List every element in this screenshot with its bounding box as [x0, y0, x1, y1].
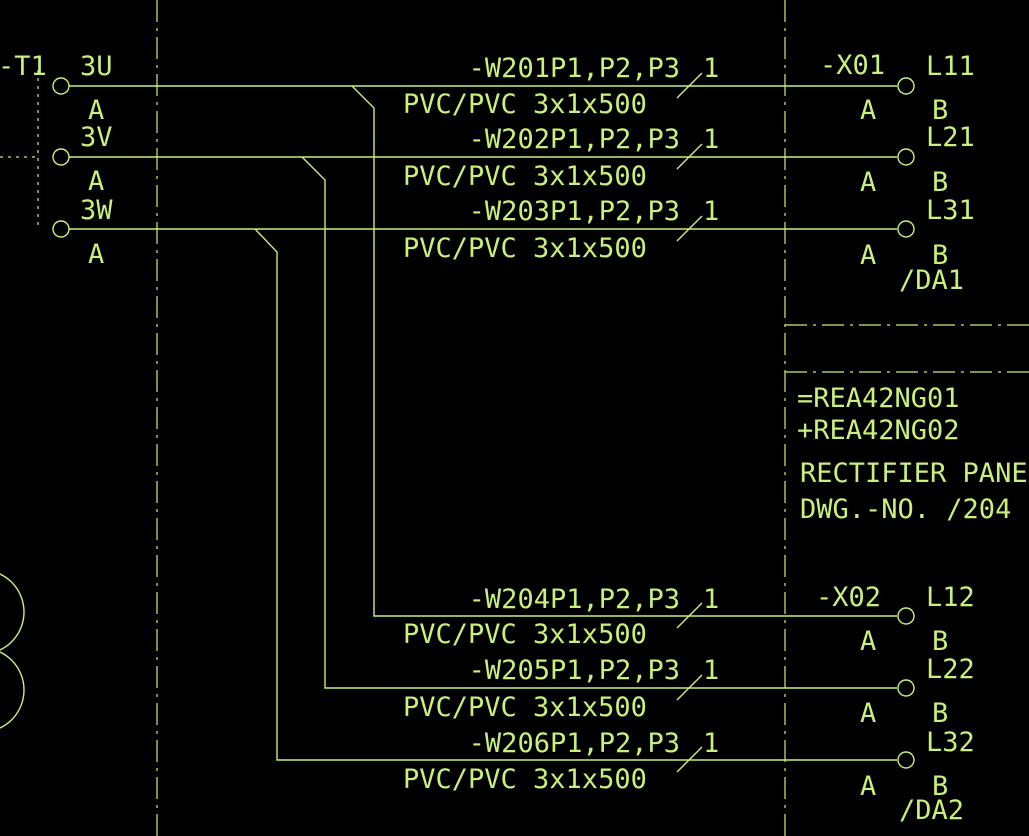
terminal-l21-circle[interactable]: [897, 148, 915, 166]
terminal-l32-circle[interactable]: [897, 751, 915, 769]
terminal-3u-sub: A: [88, 95, 104, 126]
transformer-symbol: [0, 573, 25, 729]
cable-tick: [676, 602, 703, 629]
wire-3u-to-l12: [351, 85, 897, 617]
terminal-l32-side-a: A: [860, 771, 876, 802]
cable-w201-core: 1: [703, 53, 719, 84]
terminal-l11-label: L11: [926, 51, 975, 82]
cable-core-ticks: [676, 72, 703, 773]
terminal-strip-x02: -X02 L12 A B L22 A B L32 A B /DA2: [816, 582, 975, 826]
terminal-3w-circle[interactable]: [52, 220, 70, 238]
wire-3w-to-l32: [254, 228, 897, 761]
terminal-3v-sub: A: [88, 166, 104, 197]
transformer-winding-lower: [0, 651, 25, 729]
source-terminal-group: -T1 3U A 3V A 3W A: [0, 51, 113, 270]
source-device-tag: -T1: [0, 51, 47, 82]
terminal-l31-label: L31: [926, 195, 975, 226]
cable-tick: [676, 143, 703, 170]
terminal-3v-label: 3V: [80, 122, 113, 153]
terminal-3v-circle[interactable]: [52, 148, 70, 166]
cable-tick: [676, 674, 703, 701]
cable-w206-type: PVC/PVC 3x1x500: [403, 764, 647, 795]
panel-location-designation: +REA42NG02: [797, 415, 960, 446]
panel-legend: =REA42NG01 +REA42NG02 RECTIFIER PANE DWG…: [797, 383, 1028, 525]
strip-x01-page-ref: /DA1: [899, 265, 964, 296]
terminal-l22-circle[interactable]: [897, 679, 915, 697]
terminal-l11-side-b: B: [932, 95, 948, 126]
cable-tick: [676, 72, 703, 99]
terminal-3u-label: 3U: [80, 51, 113, 82]
terminal-3w-label: 3W: [80, 195, 113, 226]
wires: [69, 85, 897, 761]
transformer-winding-upper: [0, 573, 25, 651]
terminal-l32-label: L32: [926, 727, 975, 758]
terminal-3w-sub: A: [88, 239, 104, 270]
terminal-l32-side-b: B: [932, 771, 948, 802]
cable-w205-type: PVC/PVC 3x1x500: [403, 692, 647, 723]
terminal-l31-circle[interactable]: [897, 220, 915, 238]
cable-w202-id: -W202P1,P2,P3: [469, 124, 680, 155]
cable-w202-type: PVC/PVC 3x1x500: [403, 161, 647, 192]
terminal-l11-side-a: A: [860, 95, 876, 126]
panel-name: RECTIFIER PANE: [800, 458, 1028, 489]
cable-w203-id: -W203P1,P2,P3: [469, 196, 680, 227]
cable-w204-id: -W204P1,P2,P3: [469, 584, 680, 615]
terminal-l21-side-a: A: [860, 167, 876, 198]
cable-w206-id: -W206P1,P2,P3: [469, 728, 680, 759]
terminal-l31-side-a: A: [860, 240, 876, 271]
strip-x02-tag: -X02: [816, 582, 881, 613]
terminal-l12-label: L12: [926, 582, 975, 613]
terminal-l21-side-b: B: [932, 167, 948, 198]
cable-tick: [676, 215, 703, 242]
terminal-l31-side-b: B: [932, 240, 948, 271]
cable-w206-core: 1: [703, 728, 719, 759]
terminal-l22-side-b: B: [932, 698, 948, 729]
cable-w201-type: PVC/PVC 3x1x500: [403, 89, 647, 120]
terminal-l11-circle[interactable]: [897, 77, 915, 95]
terminal-strip-x01: -X01 L11 A B L21 A B L31 A B /DA1: [820, 50, 975, 296]
wire-3v-to-l22: [301, 156, 897, 689]
cable-w204-core: 1: [703, 584, 719, 615]
cable-w203-type: PVC/PVC 3x1x500: [403, 233, 647, 264]
cable-w202-core: 1: [703, 124, 719, 155]
terminal-3u-circle[interactable]: [52, 77, 70, 95]
strip-x02-page-ref: /DA2: [899, 795, 964, 826]
cable-tick: [676, 746, 703, 773]
terminal-l22-label: L22: [926, 654, 975, 685]
cable-w201-id: -W201P1,P2,P3: [469, 53, 680, 84]
cable-w203-core: 1: [703, 196, 719, 227]
terminal-l22-side-a: A: [860, 698, 876, 729]
cable-w205-id: -W205P1,P2,P3: [469, 655, 680, 686]
terminal-l12-circle[interactable]: [897, 607, 915, 625]
panel-function-designation: =REA42NG01: [797, 383, 960, 414]
terminal-l12-side-b: B: [932, 626, 948, 657]
cable-labels: -W201P1,P2,P3 1 PVC/PVC 3x1x500 -W202P1,…: [403, 53, 719, 795]
panel-drawing-number: DWG.-NO. /204: [800, 494, 1011, 525]
cable-w204-type: PVC/PVC 3x1x500: [403, 619, 647, 650]
terminal-l12-side-a: A: [860, 626, 876, 657]
strip-x01-tag: -X01: [820, 50, 885, 81]
terminal-l21-label: L21: [926, 122, 975, 153]
cable-w205-core: 1: [703, 655, 719, 686]
